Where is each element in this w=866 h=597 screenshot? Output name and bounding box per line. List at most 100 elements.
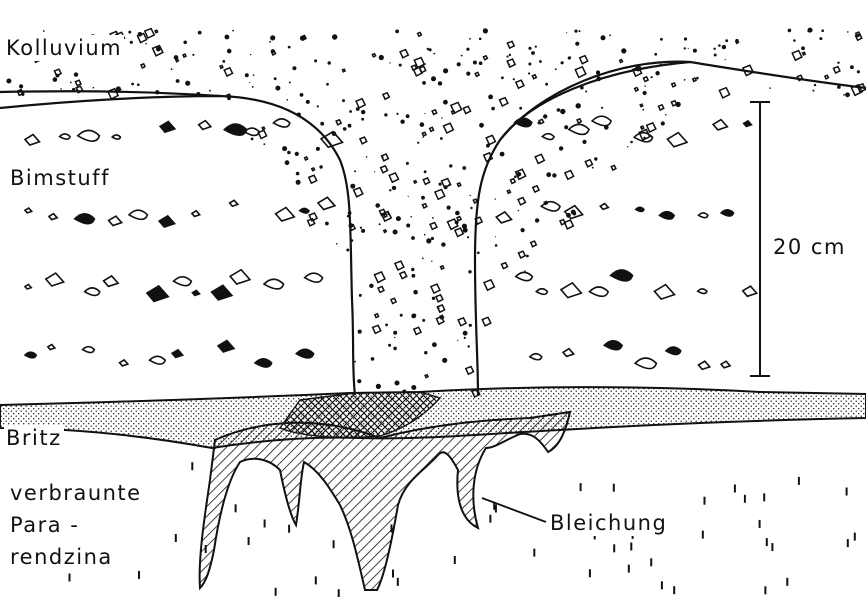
pumice-fragment (85, 288, 100, 296)
gravel-grain (448, 184, 450, 186)
gravel-fill (6, 28, 865, 397)
gravel-pebble (418, 32, 422, 36)
pumice-fragment (218, 341, 234, 352)
gravel-grain (442, 358, 447, 363)
gravel-pebble (833, 67, 839, 73)
gravel-grain (183, 41, 187, 45)
pumice-fragment (300, 208, 309, 213)
gravel-grain (406, 114, 410, 118)
gravel-pebble (354, 188, 363, 197)
gravel-grain (473, 61, 477, 65)
gravel-grain (417, 142, 419, 144)
gravel-pebble (635, 88, 639, 92)
pumice-fragment (109, 216, 122, 225)
gravel-grain (361, 118, 364, 121)
pumice-fragment (230, 270, 250, 284)
gravel-pebble (378, 286, 384, 292)
gravel-grain (509, 54, 511, 56)
pumice-fragment (713, 120, 727, 130)
pumice-fragment (496, 212, 511, 223)
gravel-pebble (183, 54, 186, 57)
gravel-grain (574, 30, 577, 33)
gravel-grain (538, 121, 541, 124)
gravel-grain (393, 347, 397, 351)
gravel-grain (374, 171, 375, 172)
gravel-grain (457, 62, 461, 66)
gravel-grain (469, 38, 471, 40)
gravel-grain (399, 64, 402, 67)
gravel-grain (651, 76, 653, 78)
gravel-grain (413, 290, 418, 295)
gravel-grain (93, 87, 95, 89)
gravel-grain (348, 124, 352, 128)
gravel-pebble (457, 217, 461, 221)
gravel-pebble (535, 154, 544, 163)
gravel-pebble (400, 50, 408, 58)
gravel-pebble (803, 52, 806, 55)
gravel-grain (314, 59, 317, 62)
gravel-grain (725, 59, 726, 60)
gravel-pebble (825, 75, 829, 79)
bleichung-leader (482, 498, 546, 522)
gravel-grain (316, 147, 320, 151)
gravel-grain (70, 82, 72, 84)
gravel-grain (171, 68, 173, 70)
pumice-fragment (604, 341, 622, 350)
pumice-fragment (112, 135, 120, 139)
gravel-pebble (430, 223, 437, 230)
gravel-grain (486, 144, 490, 148)
gravel-grain (306, 100, 310, 104)
gravel-grain (328, 61, 331, 64)
gravel-grain (424, 113, 425, 114)
gravel-pebble (262, 127, 264, 129)
gravel-pebble (518, 251, 525, 258)
gravel-grain (429, 48, 432, 51)
gravel-pebble (564, 220, 573, 229)
pumice-fragment (48, 345, 55, 350)
gravel-grain (843, 94, 845, 96)
gravel-grain (376, 384, 381, 389)
pumice-fragment (46, 273, 64, 286)
gravel-grain (406, 224, 410, 228)
gravel-grain (411, 314, 416, 319)
gravel-grain (557, 108, 561, 112)
gravel-grain (495, 198, 496, 199)
gravel-grain (642, 109, 644, 111)
gravel-grain (357, 379, 361, 383)
gravel-grain (431, 237, 434, 240)
gravel-pebble (382, 154, 389, 161)
gravel-grain (269, 41, 271, 43)
gravel-grain (528, 47, 531, 50)
gravel-grain (688, 48, 689, 49)
gravel-pebble (516, 80, 524, 88)
pumice-fragment (296, 349, 313, 358)
gravel-pebble (565, 171, 574, 180)
gravel-grain (389, 62, 390, 63)
gravel-pebble (640, 104, 643, 107)
gravel-grain (424, 351, 427, 354)
gravel-grain (439, 183, 442, 186)
gravel-pebble (585, 160, 592, 167)
gravel-grain (495, 236, 496, 237)
gravel-pebble (580, 56, 588, 64)
pumice-fragment (744, 121, 752, 127)
gravel-pebble (466, 367, 474, 375)
gravel-grain (592, 167, 594, 169)
gravel-pebble (391, 298, 396, 303)
gravel-pebble (500, 98, 508, 106)
gravel-grain (400, 314, 403, 317)
gravel-grain (469, 324, 472, 327)
gravel-grain (422, 81, 426, 85)
gravel-grain (192, 54, 194, 56)
pumice-fragment (318, 197, 335, 209)
gravel-pebble (507, 59, 515, 67)
gravel-grain (441, 242, 445, 246)
gravel-grain (793, 39, 796, 42)
pumice-fragment (698, 289, 707, 294)
pumice-fragment (660, 212, 675, 219)
pumice-fragment (244, 128, 259, 135)
gravel-grain (317, 105, 319, 107)
gravel-grain (466, 48, 469, 51)
gravel-grain (395, 30, 399, 34)
gravel-grain (821, 29, 824, 32)
